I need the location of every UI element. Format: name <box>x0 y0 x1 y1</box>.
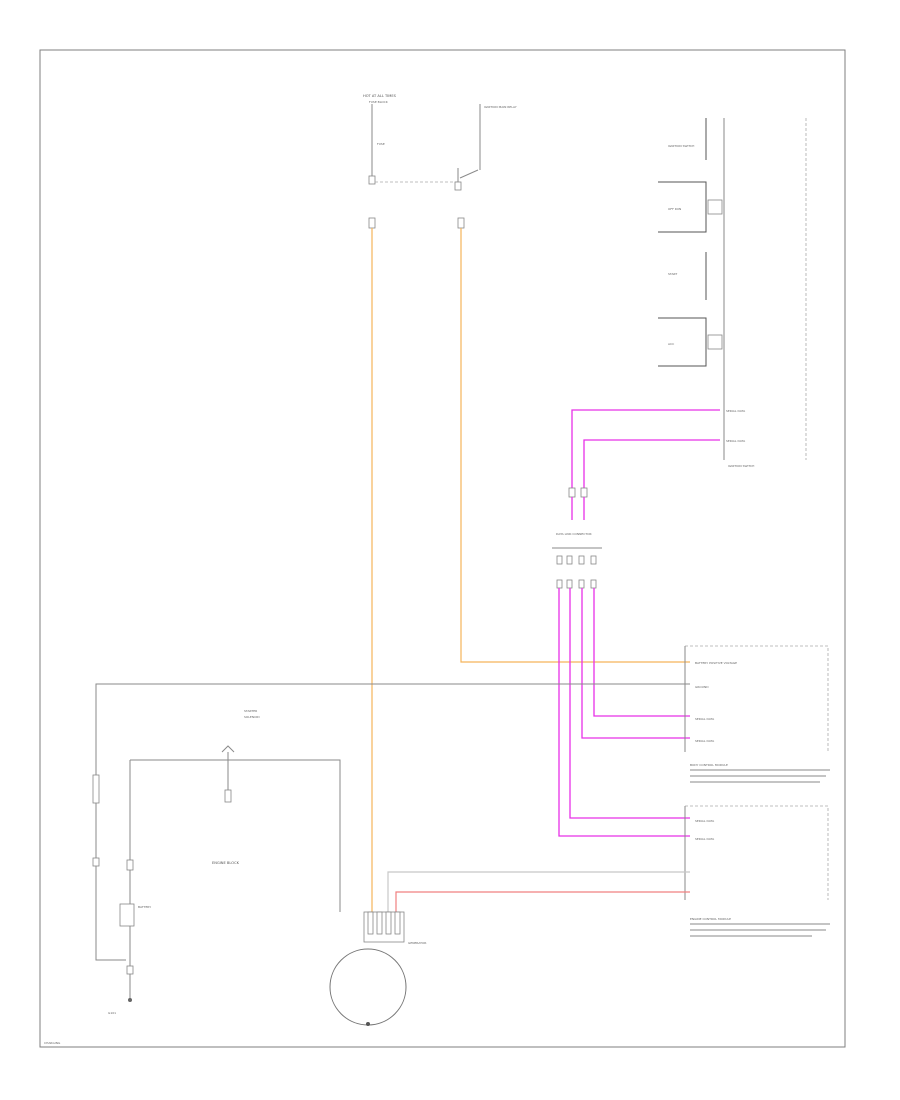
footer-label: CHARGING <box>44 1041 61 1045</box>
switch-label-a: IGNITION SWITCH <box>668 144 694 148</box>
fuse-top-label: HOT AT ALL TIMES <box>363 94 397 98</box>
ground-wire <box>95 683 690 961</box>
magenta-wires: DATA LINK CONNECTOR <box>552 409 720 837</box>
fuse-group: HOT AT ALL TIMES FUSE BLOCK FUSE IGNITIO… <box>363 94 517 229</box>
starter-circuit: STARTER SOLENOID ENGINE BLOCK BATTERY G1… <box>108 709 341 1015</box>
generator: GENERATOR <box>329 911 426 1026</box>
battery-label: BATTERY <box>138 905 151 909</box>
switch-serial-1: SERIAL DATA <box>726 409 746 413</box>
bcm-caption: BODY CONTROL MODULE <box>690 763 728 767</box>
engine-control-module: SERIAL DATA SERIAL DATA ENGINE CONTROL M… <box>684 805 830 937</box>
bcm-pin-2: GROUND <box>695 685 709 689</box>
switch-label-c: START <box>668 272 677 276</box>
generator-label: GENERATOR <box>408 941 426 945</box>
data-link-label: DATA LINK CONNECTOR <box>556 532 592 536</box>
ecm-caption: ENGINE CONTROL MODULE <box>690 917 731 921</box>
starter-label-a: STARTER <box>244 709 257 713</box>
orange-wires <box>371 228 690 912</box>
grey-wire <box>387 871 690 912</box>
generator-housing <box>329 948 407 1026</box>
engine-block-label: ENGINE BLOCK <box>212 861 240 865</box>
switch-label-d: ACC <box>668 342 674 346</box>
fuse-small-label: FUSE <box>377 142 385 146</box>
ground-note-label: G101 <box>108 1011 116 1015</box>
diagram-frame <box>39 49 846 1048</box>
ignition-relay-label: IGNITION MAIN RELAY <box>484 105 517 109</box>
ecm-pin-2: SERIAL DATA <box>695 837 715 841</box>
starter-label-b: SOLENOID <box>244 715 260 719</box>
bcm-pin-4: SERIAL DATA <box>695 739 715 743</box>
bcm-pin-3: SERIAL DATA <box>695 717 715 721</box>
switch-serial-2: SERIAL DATA <box>726 439 746 443</box>
ignition-switch-caption: IGNITION SWITCH <box>728 464 754 468</box>
switch-label-b: OFF RUN <box>668 207 681 211</box>
ignition-switch: IGNITION SWITCH OFF RUN START ACC SERIAL… <box>658 118 807 468</box>
fuse-block-label: FUSE BLOCK <box>369 100 389 104</box>
bcm-pin-1: BATTERY POSITIVE VOLTAGE <box>695 661 737 665</box>
pink-wire <box>395 891 690 912</box>
ecm-pin-1: SERIAL DATA <box>695 819 715 823</box>
body-control-module: BATTERY POSITIVE VOLTAGE GROUND SERIAL D… <box>684 645 830 783</box>
